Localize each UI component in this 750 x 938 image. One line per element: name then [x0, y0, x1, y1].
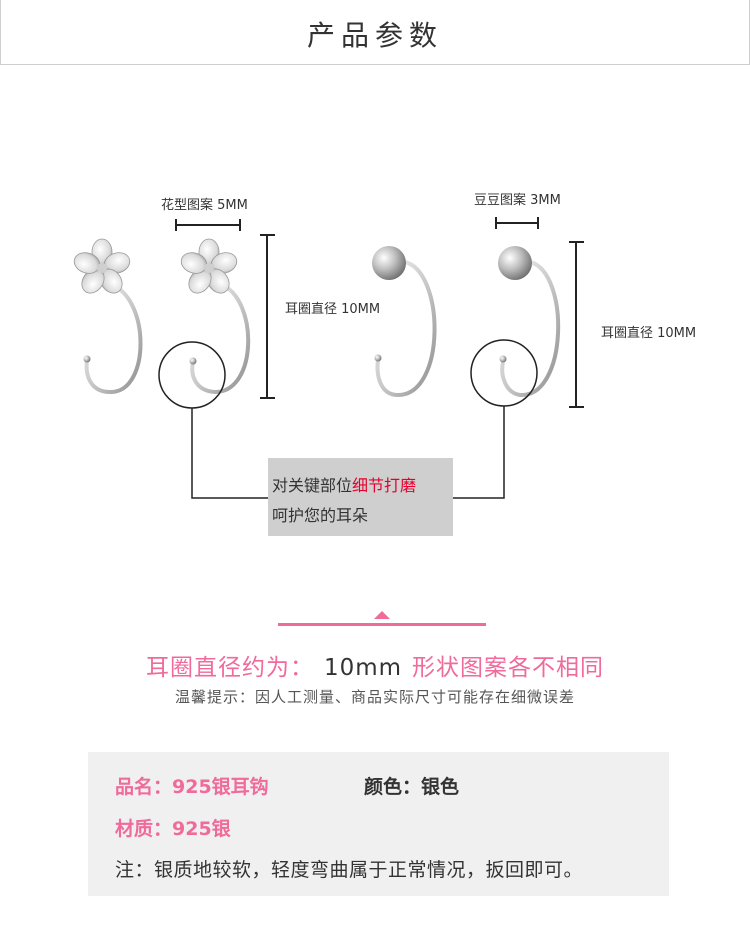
width-marker-flower [175, 219, 241, 231]
bead-pattern-label: 豆豆图案 3MM [474, 193, 561, 208]
width-marker-bead [495, 217, 539, 229]
bead-icon [498, 246, 532, 280]
spec-material: 材质：925银 [115, 818, 231, 840]
height-marker-right [569, 241, 584, 408]
triangle-marker [374, 611, 390, 619]
spec-care-note: 注：银质地较软，轻度弯曲属于正常情况，扳回即可。 [115, 859, 584, 881]
product-illustration [73, 217, 584, 499]
detail-callout [158, 339, 538, 499]
bead-earring-right [498, 246, 561, 398]
flower-icon [73, 238, 131, 294]
flower-earring-right [180, 238, 251, 395]
polish-note: 对关键部位细节打磨 呵护您的耳朵 [268, 458, 453, 536]
height-marker-left [260, 234, 275, 399]
flower-pattern-label: 花型图案 5MM [161, 198, 248, 213]
bead-icon [372, 246, 406, 280]
polish-note-line-1: 对关键部位细节打磨 [272, 476, 417, 495]
measurement-tip: 温馨提示：因人工测量、商品实际尺寸可能存在细微误差 [174, 688, 575, 706]
header-bar: 产品参数 [0, 0, 750, 65]
spec-panel: 品名：925银耳钩 颜色：银色 材质：925银 注：银质地较软，轻度弯曲属于正常… [88, 752, 669, 896]
polish-note-line-2: 呵护您的耳朵 [272, 506, 369, 525]
diameter-label-left: 耳圈直径 10MM [285, 302, 381, 317]
flower-icon [180, 238, 238, 294]
page-title: 产品参数 [306, 19, 443, 52]
flower-earring-left [73, 238, 143, 395]
spec-color: 颜色：银色 [364, 776, 460, 798]
bead-earring-left [372, 246, 437, 398]
divider-line [278, 623, 486, 626]
diameter-label-right: 耳圈直径 10MM [601, 326, 697, 341]
spec-name: 品名：925银耳钩 [115, 776, 269, 798]
